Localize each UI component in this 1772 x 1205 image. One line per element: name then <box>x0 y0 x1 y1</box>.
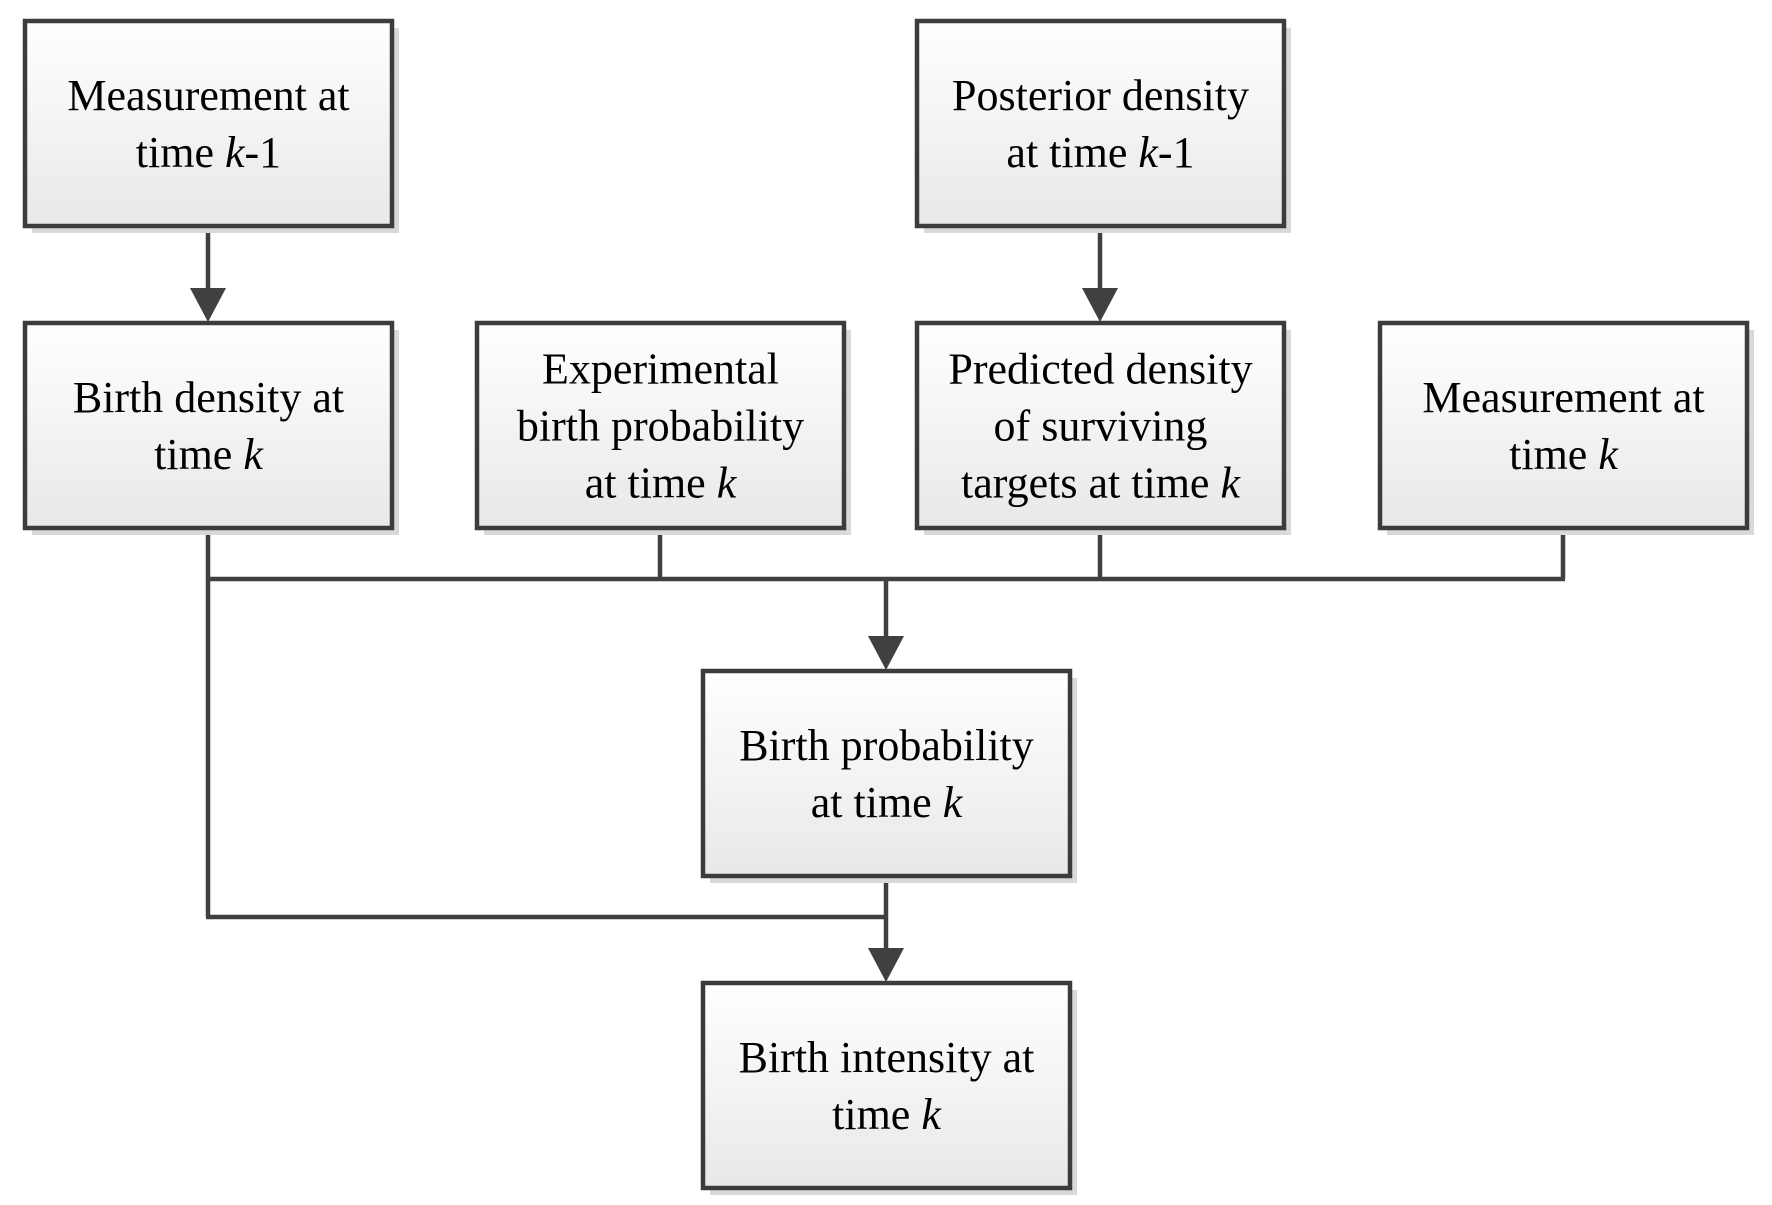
arrowhead <box>868 948 904 982</box>
label-text: Birth density at <box>73 373 344 422</box>
node-box <box>914 18 1287 229</box>
label-text: Measurement at <box>67 71 349 120</box>
italic-variable: k <box>1598 430 1619 479</box>
label-text: time <box>136 128 225 177</box>
node-box <box>914 320 1287 531</box>
node-label-line: at time k <box>811 778 964 827</box>
italic-variable: k <box>717 459 738 508</box>
connectors <box>190 230 1566 982</box>
label-text: time <box>1509 430 1598 479</box>
node-label-line: time k <box>1509 430 1619 479</box>
node-label-line: time k <box>832 1090 942 1139</box>
arrowhead <box>1082 288 1118 322</box>
italic-variable: k <box>1138 128 1159 177</box>
node-box <box>22 18 395 229</box>
node-experimental-birth-probability-k: Experimental birth probability at time k <box>474 320 851 535</box>
label-text: time <box>832 1090 921 1139</box>
node-box <box>22 320 395 531</box>
node-label-line: time k-1 <box>136 128 281 177</box>
label-text: Predicted density <box>948 345 1252 394</box>
node-measurement-km1: Measurement at time k-1 <box>22 18 399 233</box>
label-text: time <box>154 430 243 479</box>
node-label-line: Predicted density <box>948 345 1252 394</box>
node-label-line: time k <box>154 430 264 479</box>
label-text: Birth probability <box>739 721 1034 770</box>
node-label-line: Birth intensity at <box>739 1033 1035 1082</box>
node-predicted-density-surviving-k: Predicted density of surviving targets at … <box>914 320 1291 535</box>
node-label-line: targets at time k <box>961 459 1241 508</box>
arrowhead <box>868 636 904 670</box>
label-text: at time <box>1006 128 1138 177</box>
italic-variable: k <box>1220 459 1241 508</box>
label-text: Experimental <box>542 345 779 394</box>
node-label-line: Experimental <box>542 345 779 394</box>
label-text: at time <box>811 778 943 827</box>
italic-variable: k <box>943 778 964 827</box>
label-text: Measurement at <box>1422 373 1704 422</box>
label-text: -1 <box>1158 128 1195 177</box>
label-text: -1 <box>245 128 282 177</box>
node-measurement-k: Measurement at time k <box>1377 320 1754 535</box>
node-birth-intensity-k: Birth intensity at time k <box>700 980 1077 1195</box>
label-text: Birth intensity at <box>739 1033 1035 1082</box>
node-label-line: Birth probability <box>739 721 1034 770</box>
node-box <box>700 668 1073 879</box>
node-label-line: at time k <box>585 459 738 508</box>
italic-variable: k <box>225 128 246 177</box>
node-label-line: Birth density at <box>73 373 344 422</box>
node-label-line: at time k-1 <box>1006 128 1194 177</box>
node-birth-density-k: Birth density at time k <box>22 320 399 535</box>
italic-variable: k <box>921 1090 942 1139</box>
italic-variable: k <box>243 430 264 479</box>
node-posterior-density-km1: Posterior density at time k-1 <box>914 18 1291 233</box>
node-box <box>1377 320 1750 531</box>
label-text: birth probability <box>517 402 804 451</box>
node-label-line: Measurement at <box>67 71 349 120</box>
node-birth-probability-k: Birth probability at time k <box>700 668 1077 883</box>
label-text: at time <box>585 459 717 508</box>
node-label-line: Posterior density <box>952 71 1249 120</box>
label-text: Posterior density <box>952 71 1249 120</box>
node-box <box>700 980 1073 1191</box>
arrowhead <box>190 288 226 322</box>
node-label-line: birth probability <box>517 402 804 451</box>
node-label-line: Measurement at <box>1422 373 1704 422</box>
node-label-line: of surviving <box>994 402 1208 451</box>
label-text: of surviving <box>994 402 1208 451</box>
label-text: targets at time <box>961 459 1220 508</box>
node-box <box>474 320 847 531</box>
